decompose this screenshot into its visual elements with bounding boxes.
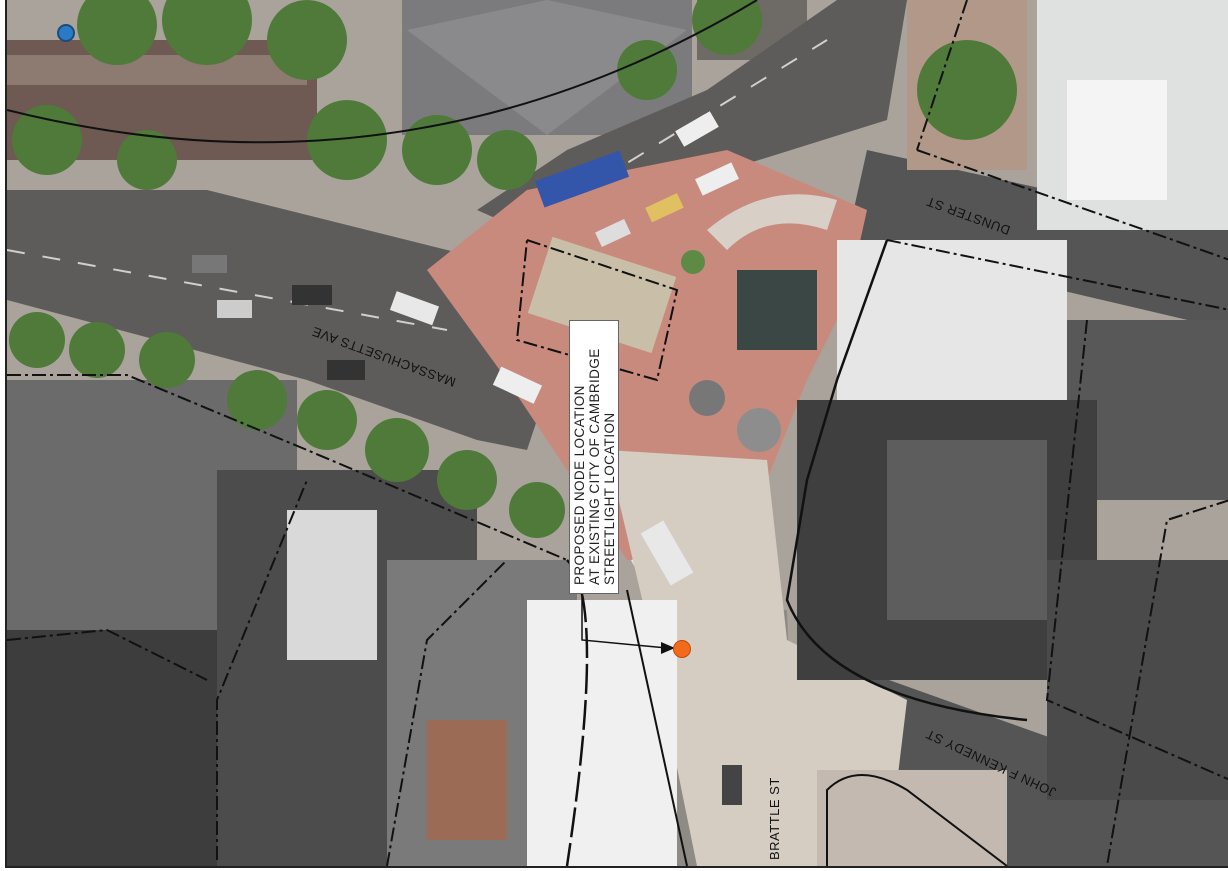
- leader-arrow: [581, 590, 675, 654]
- road-massachusetts-ave: [7, 190, 567, 450]
- vehicles: [192, 111, 742, 805]
- plaza-brick: [427, 150, 867, 560]
- road-dunster-st: [847, 150, 1228, 330]
- compass-marker-icon: [57, 24, 75, 42]
- proposed-node-marker[interactable]: [673, 640, 691, 658]
- building-southwest: [7, 380, 677, 866]
- subway-kiosk: [737, 270, 817, 350]
- aerial-map[interactable]: MASSACHUSETTS AVE DUNSTER ST JOHN F KENN…: [5, 0, 1228, 868]
- proposed-node-annotation: PROPOSED NODE LOCATION AT EXISTING CITY …: [569, 320, 619, 594]
- boundary-lines: [7, 0, 1228, 866]
- street-label-brattle-st: BRATTLE ST: [767, 777, 782, 860]
- aerial-imagery: [7, 0, 1228, 866]
- annotation-line-3: STREETLIGHT LOCATION: [601, 412, 617, 585]
- newsstand-building: [527, 236, 677, 354]
- trees: [9, 0, 1017, 538]
- annotation-line-2: AT EXISTING CITY OF CAMBRIDGE: [586, 348, 602, 585]
- annotation-line-1: PROPOSED NODE LOCATION: [571, 385, 587, 585]
